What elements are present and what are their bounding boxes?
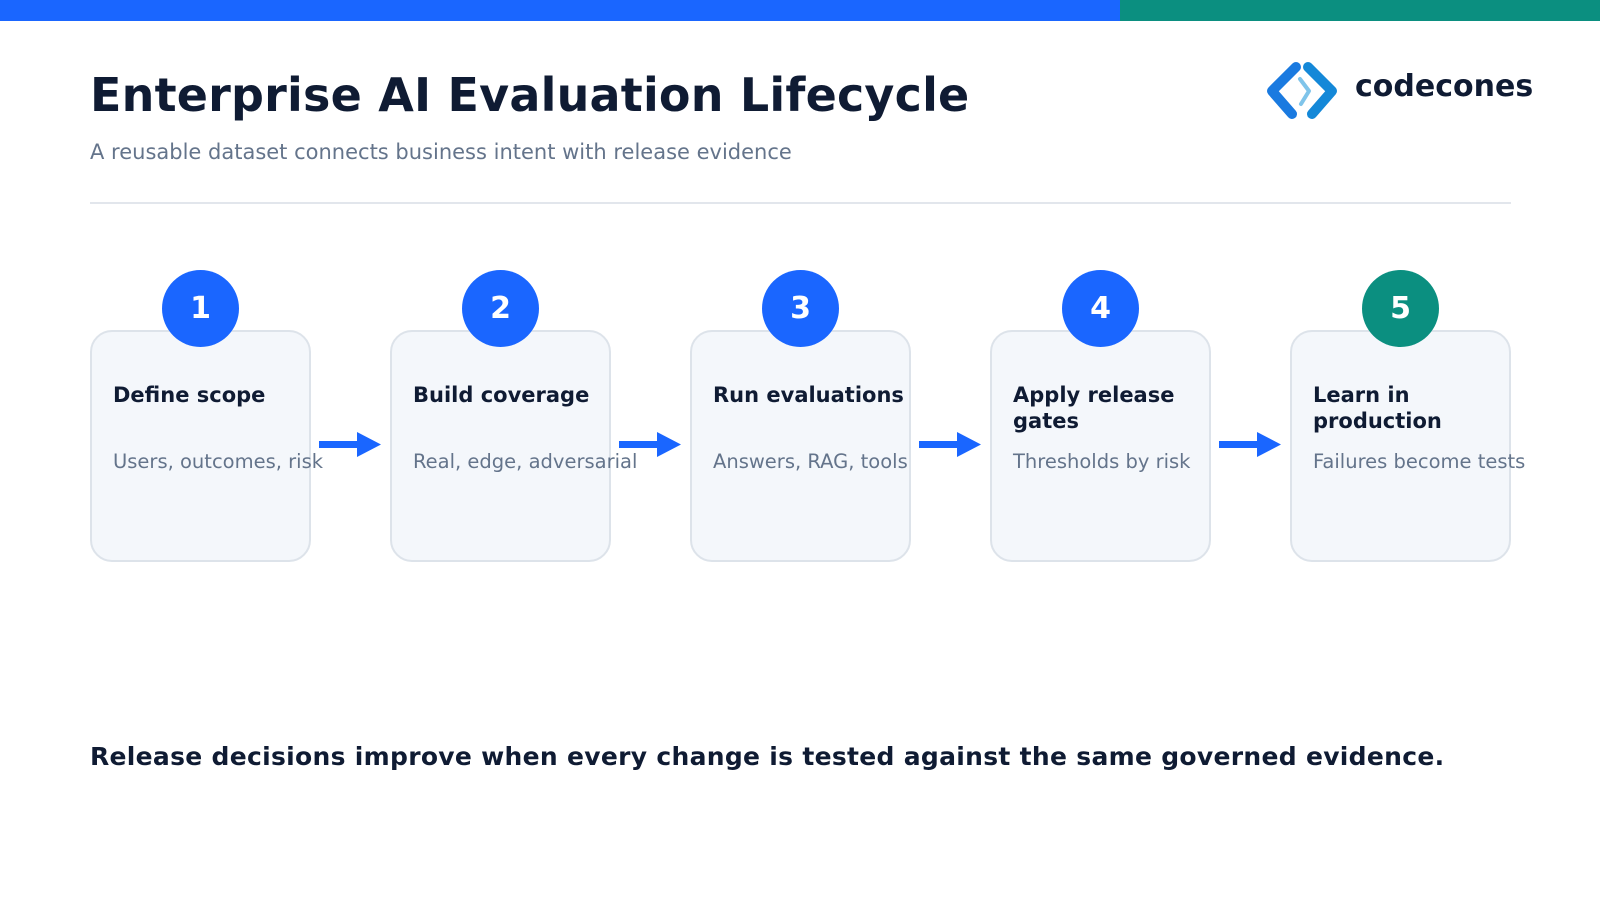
- page-subtitle: A reusable dataset connects business int…: [90, 140, 792, 164]
- arrow-right-icon: [919, 432, 981, 457]
- top-accent-bar-teal: [1120, 0, 1600, 21]
- step-description: Failures become tests: [1313, 450, 1526, 473]
- step-title: Apply release gates: [1013, 383, 1175, 433]
- code-brackets-icon: [1267, 62, 1337, 119]
- footer-statement: Release decisions improve when every cha…: [90, 742, 1445, 771]
- step-description: Real, edge, adversarial: [413, 450, 638, 473]
- step-number-badge: 1: [162, 270, 239, 347]
- page-title: Enterprise AI Evaluation Lifecycle: [90, 68, 970, 122]
- step-description: Answers, RAG, tools: [713, 450, 908, 473]
- step-card: [1290, 330, 1511, 562]
- arrow-right-icon: [319, 432, 381, 457]
- arrow-right-icon: [1219, 432, 1281, 457]
- top-accent-bar: [0, 0, 1600, 21]
- step-card: [990, 330, 1211, 562]
- step-description: Thresholds by risk: [1013, 450, 1191, 473]
- step-title: Run evaluations: [713, 383, 904, 407]
- brand-logo: codecones: [1264, 62, 1532, 122]
- step-card: [90, 330, 311, 562]
- step-learn-in-production: 5 Learn in production Failures become te…: [1290, 270, 1525, 562]
- step-title: Define scope: [113, 383, 266, 407]
- step-title: Build coverage: [413, 383, 590, 407]
- step-number-badge: 5: [1362, 270, 1439, 347]
- step-description: Users, outcomes, risk: [113, 450, 324, 473]
- step-apply-release-gates: 4 Apply release gates Thresholds by risk: [990, 270, 1211, 562]
- step-run-evaluations: 3 Run evaluations Answers, RAG, tools: [690, 270, 911, 562]
- step-number-badge: 2: [462, 270, 539, 347]
- step-card: [690, 330, 911, 562]
- step-build-coverage: 2 Build coverage Real, edge, adversarial: [390, 270, 637, 562]
- step-number-badge: 4: [1062, 270, 1139, 347]
- brand-name: codecones: [1355, 69, 1532, 104]
- step-title: Learn in production: [1313, 383, 1442, 433]
- step-card: [390, 330, 611, 562]
- top-accent-bar-blue: [0, 0, 1120, 21]
- step-number-badge: 3: [762, 270, 839, 347]
- arrow-right-icon: [619, 432, 681, 457]
- header-divider: [90, 202, 1511, 204]
- step-define-scope: 1 Define scope Users, outcomes, risk: [90, 270, 323, 562]
